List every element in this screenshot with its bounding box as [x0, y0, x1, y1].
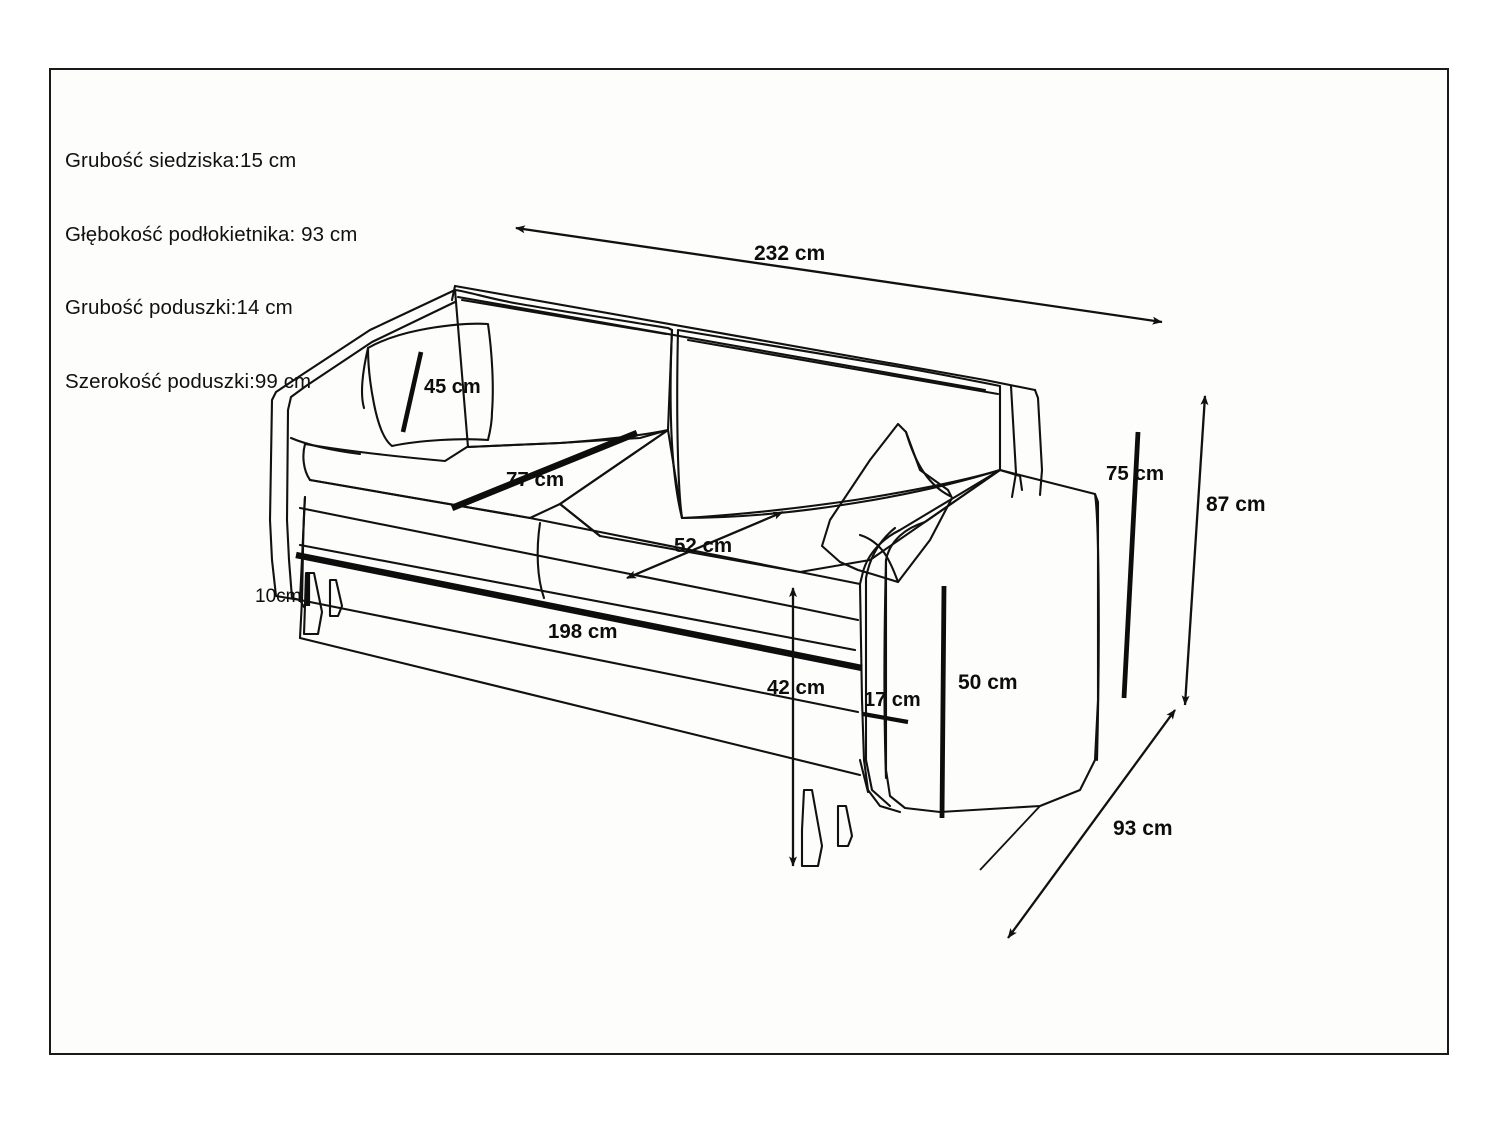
- dimension-line-50cm: [939, 585, 947, 819]
- right-armrest-inner-vertical-2: [864, 526, 897, 808]
- backrest-cushion-right: [676, 328, 1002, 520]
- seat-cushion-right-top: [558, 428, 1002, 574]
- dimension-label-17cm: 17 cm: [864, 689, 921, 711]
- spec-line-seat-thickness: Grubość siedziska:15 cm: [65, 149, 297, 172]
- left-armrest-outer-edge: [268, 288, 457, 602]
- dimension-lines-group: [295, 225, 1209, 939]
- decorative-pillow-left: [366, 322, 494, 448]
- dimension-label-232cm: 232 cm: [754, 242, 826, 265]
- backrest-cushion-left: [453, 288, 674, 449]
- dimension-line-87cm: [1181, 395, 1209, 706]
- back-frame-right-post: [1033, 388, 1044, 497]
- dimension-line-45cm: [400, 351, 424, 433]
- dimension-label-198cm: 198 cm: [548, 620, 618, 643]
- base-band-line-3: [298, 598, 860, 714]
- back-frame-right-post-inner: [1009, 384, 1018, 499]
- leg-front-right: [800, 788, 824, 868]
- seat-cushion-divider-crease: [536, 521, 546, 600]
- seat-cushion-front-seam: [528, 516, 802, 574]
- dimension-line-232cm: [515, 225, 1163, 325]
- right-armrest-inner-vertical: [858, 582, 902, 814]
- dimension-line-75cm: [1121, 431, 1141, 699]
- right-armrest-body: [884, 468, 1100, 814]
- right-armrest-inner-crease: [883, 558, 888, 780]
- dimension-label-75cm: 75 cm: [1106, 462, 1165, 485]
- dimension-label-52cm: 52 cm: [674, 534, 733, 557]
- back-frame-left-top-corner: [450, 284, 457, 302]
- dimension-label-87cm: 87 cm: [1206, 493, 1266, 516]
- dimension-label-93cm: 93 cm: [1113, 817, 1173, 840]
- dimension-label-45cm: 45 cm: [424, 376, 481, 398]
- back-right-frame-edge: [998, 468, 1024, 492]
- base-left-face: [298, 495, 307, 640]
- spec-line-armrest-depth: Głębokość podłokietnika: 93 cm: [65, 222, 358, 246]
- dimension-line-17cm: [862, 711, 909, 725]
- backrest-cushion-right-seam: [686, 338, 1000, 396]
- dimension-line-93cm: [1007, 709, 1176, 939]
- dimension-label-42cm: 42 cm: [767, 676, 826, 699]
- specifications-text-block: Grubość siedziska:15 cm Głębokość podłok…: [65, 100, 357, 443]
- backrest-top-edge-inner: [456, 295, 987, 392]
- decorative-pillow-left-edge: [360, 346, 370, 410]
- dimension-label-50cm: 50 cm: [958, 671, 1018, 694]
- leg-rear-right: [836, 804, 854, 848]
- dimension-line-198cm: [295, 551, 863, 672]
- left-armrest-inner-edge: [285, 300, 457, 600]
- seat-cushion-divider-line: [558, 502, 602, 538]
- base-band-line-2: [298, 543, 857, 652]
- decorative-pillow-right-seam: [904, 430, 952, 498]
- dimension-line-52cm: [626, 510, 784, 580]
- dimension-label-10cm: 10cm: [255, 586, 302, 607]
- dimension-line-77cm: [450, 429, 639, 512]
- base-front-bottom-edge: [298, 636, 862, 777]
- depth-helper-line-left: [979, 805, 1041, 871]
- spec-line-pillow-thickness: Grubość poduszki:14 cm: [65, 296, 293, 319]
- base-top-right-edge: [798, 570, 862, 586]
- right-armrest-top-inner-slope: [858, 468, 1002, 586]
- decorative-pillow-right-fold: [858, 533, 900, 584]
- left-armrest-base-connect: [290, 596, 302, 602]
- backrest-top-edge-outer: [453, 284, 1037, 392]
- decorative-pillow-right: [820, 422, 954, 584]
- right-armrest-front-lower: [858, 758, 870, 794]
- base-band-line-1: [298, 506, 802, 610]
- right-armrest-outer-crease: [1093, 492, 1100, 762]
- dimension-label-77cm: 77 cm: [506, 468, 565, 491]
- seat-cushion-left-top: [302, 428, 670, 520]
- base-right-connect: [798, 606, 860, 622]
- seat-base-top-left: [308, 478, 532, 520]
- leg-rear-left: [328, 578, 344, 618]
- spec-line-pillow-width: Szerokość poduszki:99 cm: [65, 369, 312, 393]
